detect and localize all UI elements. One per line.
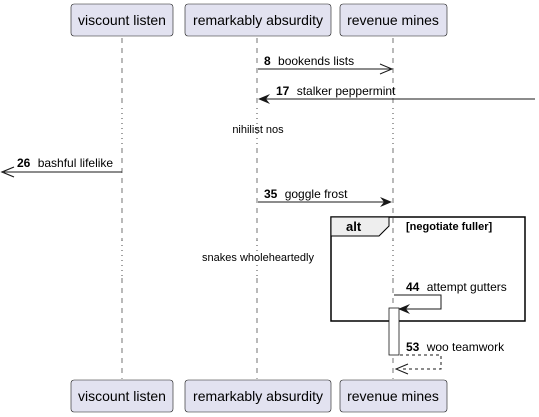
message-text: woo teamwork	[426, 340, 505, 354]
delay-snakes-wholeheartedly: snakes wholeheartedly	[120, 240, 396, 276]
participant-label: viscount listen	[78, 12, 166, 28]
participant-label: remarkably absurdity	[193, 388, 323, 404]
message-35: 35 goggle frost	[258, 187, 392, 207]
participant-label: remarkably absurdity	[193, 12, 323, 28]
message-number: 26	[17, 156, 31, 170]
participant-label: revenue mines	[347, 388, 439, 404]
message-number: 53	[406, 340, 420, 354]
delay-nihilist-nos: nihilist nos	[120, 108, 396, 146]
message-text: attempt gutters	[427, 280, 507, 294]
svg-text:17 stalker peppermint: 17 stalker peppermint	[276, 84, 396, 98]
participant-viscount-listen-top: viscount listen	[70, 3, 174, 37]
message-number: 17	[276, 84, 290, 98]
participant-remarkably-absurdity-bottom: remarkably absurdity	[184, 379, 332, 413]
participant-viscount-listen-bottom: viscount listen	[70, 379, 174, 413]
message-8: 8 bookends lists	[258, 54, 394, 75]
svg-text:26 bashful lifelike: 26 bashful lifelike	[17, 156, 113, 170]
svg-text:53 woo teamwork: 53 woo teamwork	[406, 340, 505, 354]
message-26: 26 bashful lifelike	[0, 156, 122, 178]
participant-label: revenue mines	[347, 12, 439, 28]
delay-label: nihilist nos	[232, 124, 284, 136]
fragment-type: alt	[346, 219, 362, 234]
participant-revenue-mines-top: revenue mines	[339, 3, 448, 37]
message-text: bookends lists	[278, 54, 354, 68]
svg-text:8 bookends lists: 8 bookends lists	[264, 54, 354, 68]
message-17: 17 stalker peppermint	[258, 84, 535, 104]
activation-bar	[388, 307, 400, 356]
participant-remarkably-absurdity-top: remarkably absurdity	[184, 3, 332, 37]
message-text: goggle frost	[285, 187, 348, 201]
message-number: 8	[264, 54, 271, 68]
svg-text:44 attempt gutters: 44 attempt gutters	[406, 280, 507, 294]
message-44: 44 attempt gutters	[394, 280, 507, 314]
alt-fragment: alt [negotiate fuller]	[330, 216, 526, 322]
message-53: 53 woo teamwork	[394, 340, 505, 375]
message-number: 44	[406, 280, 420, 294]
message-number: 35	[264, 187, 278, 201]
fragment-condition: [negotiate fuller]	[406, 221, 493, 233]
participant-revenue-mines-bottom: revenue mines	[339, 379, 448, 413]
svg-text:35 goggle frost: 35 goggle frost	[264, 187, 348, 201]
delay-label: snakes wholeheartedly	[202, 252, 314, 264]
participant-label: viscount listen	[78, 388, 166, 404]
message-text: bashful lifelike	[38, 156, 114, 170]
message-text: stalker peppermint	[297, 84, 396, 98]
